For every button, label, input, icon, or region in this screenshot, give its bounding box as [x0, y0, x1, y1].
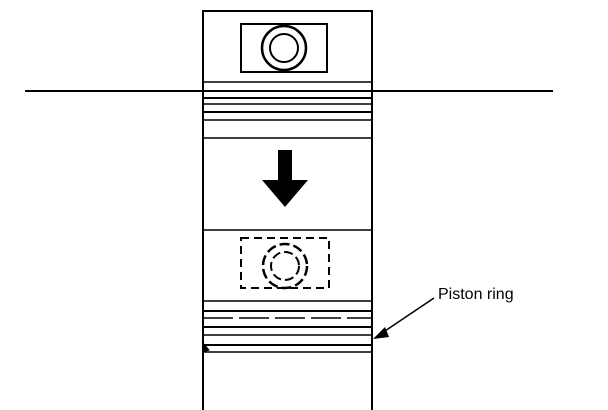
- arrow-shaft: [278, 150, 292, 182]
- ring-end-notch: [202, 341, 210, 353]
- upper-piston-pin-inner: [269, 33, 299, 63]
- arrow-head: [262, 180, 308, 207]
- lower-piston: [202, 229, 372, 353]
- arrow-down-icon: [262, 150, 308, 207]
- lower-piston-pin-inner: [270, 251, 300, 281]
- callout-leader-line: [381, 297, 435, 334]
- upper-piston-crown-mark: [240, 23, 328, 73]
- upper-piston: [203, 23, 372, 139]
- callout-label: Piston ring: [438, 286, 514, 303]
- lower-piston-pin-outer: [261, 242, 309, 290]
- upper-piston-pin-outer: [260, 24, 308, 72]
- callout-arrowhead: [373, 327, 389, 339]
- piston-ring-callout: Piston ring: [373, 286, 514, 339]
